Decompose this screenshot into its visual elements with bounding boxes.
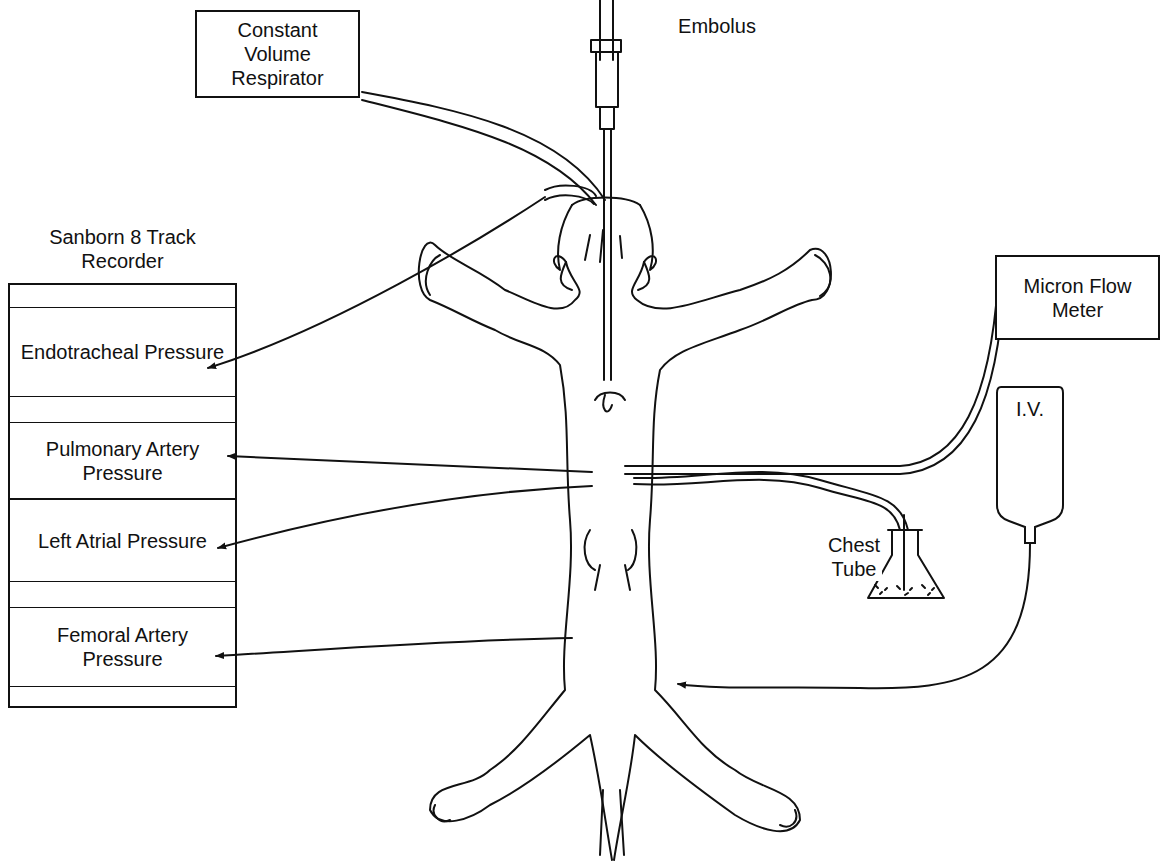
- recorder-channel: Endotracheal Pressure: [10, 307, 235, 397]
- syringe: [591, 0, 621, 380]
- atrial-lead: [218, 486, 592, 548]
- node-label: Constant Volume Respirator: [205, 18, 350, 90]
- femoral-lead: [216, 638, 572, 656]
- node-label: Femoral Artery Pressure: [16, 623, 229, 671]
- recorder-channel: Pulmonary Artery Pressure: [10, 422, 235, 499]
- pulmonary-lead: [228, 456, 592, 472]
- iv-bag: I.V.: [995, 385, 1065, 545]
- respirator-tube: [362, 100, 596, 205]
- embolus-label: Embolus: [672, 14, 762, 38]
- endotracheal-lead: [208, 197, 545, 368]
- recorder-channel: Femoral Artery Pressure: [10, 607, 235, 687]
- recorder-box: Sanborn 8 Track RecorderEndotracheal Pre…: [8, 283, 237, 708]
- respirator-tube: [362, 92, 605, 200]
- chest-tube: [634, 472, 908, 530]
- recorder-heading: Sanborn 8 Track Recorder: [10, 225, 235, 273]
- flow-meter-box: Micron Flow Meter: [995, 255, 1160, 340]
- recorder-channel: Left Atrial Pressure: [10, 499, 235, 582]
- flow-probe-lead: [625, 282, 1004, 474]
- node-label: Left Atrial Pressure: [16, 529, 229, 553]
- node-label: Pulmonary Artery Pressure: [16, 437, 229, 485]
- node-label: Micron Flow Meter: [1005, 274, 1150, 322]
- endotracheal-tube: [545, 185, 596, 204]
- node-label: I.V.: [995, 397, 1065, 421]
- respirator-box: Constant Volume Respirator: [195, 10, 360, 98]
- node-label: Endotracheal Pressure: [16, 340, 229, 364]
- animal-outline: [419, 198, 831, 861]
- chest-tube-label: Chest Tube: [826, 533, 882, 581]
